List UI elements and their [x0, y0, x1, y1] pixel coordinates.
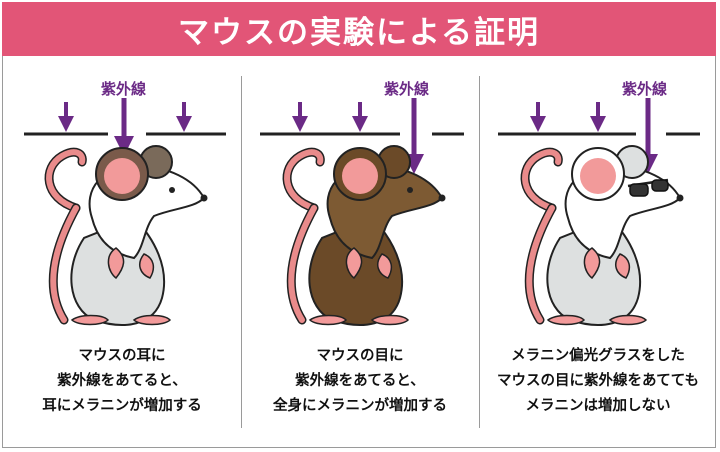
panel-caption: メラニン偏光グラスをした マウスの目に紫外線をあてても メラニンは増加しない	[480, 344, 716, 419]
caption-line: マウスの目に	[316, 348, 404, 364]
panel-eye-exposure: 紫外線 マウスの目に 紫外線をあてると、 全身にメラニンが増加する	[242, 58, 478, 446]
caption-line: マウスの耳に	[78, 348, 166, 364]
panel-ear-exposure: 紫外線 マウスの耳に 紫外線をあてると、 耳にメラニンが増加する	[4, 58, 240, 446]
title-banner: マウスの実験による証明	[2, 2, 716, 56]
white-mouse-with-glasses	[520, 145, 684, 326]
caption-line: メラニン偏光グラスをした	[511, 348, 685, 364]
panel-eye-with-glasses: 紫外線 メラニン偏光グラスをした マウスの目に紫外線をあてても メラニンは増加し…	[480, 58, 716, 446]
panel-caption: マウスの耳に 紫外線をあてると、 耳にメラニンが増加する	[4, 344, 240, 419]
uv-label: 紫外線	[622, 80, 668, 98]
glasses-illustration	[498, 98, 700, 326]
white-mouse	[44, 145, 208, 326]
eye-exposure-illustration	[260, 98, 464, 326]
caption-line: メラニンは増加しない	[525, 398, 671, 414]
panel-caption: マウスの目に 紫外線をあてると、 全身にメラニンが増加する	[242, 344, 478, 419]
uv-label: 紫外線	[384, 80, 430, 98]
caption-line: 全身にメラニンが増加する	[273, 398, 447, 414]
caption-line: 紫外線をあてると、	[57, 373, 187, 389]
ear-exposure-illustration	[24, 98, 226, 326]
brown-mouse	[282, 145, 446, 326]
uv-label: 紫外線	[101, 80, 147, 98]
caption-line: 耳にメラニンが増加する	[42, 398, 202, 414]
figure-title: マウスの実験による証明	[177, 14, 541, 51]
panel-divider	[241, 76, 242, 428]
caption-line: マウスの目に紫外線をあてても	[497, 373, 699, 389]
panel-divider	[479, 76, 480, 428]
caption-line: 紫外線をあてると、	[295, 373, 425, 389]
sunglasses-icon	[627, 178, 669, 197]
